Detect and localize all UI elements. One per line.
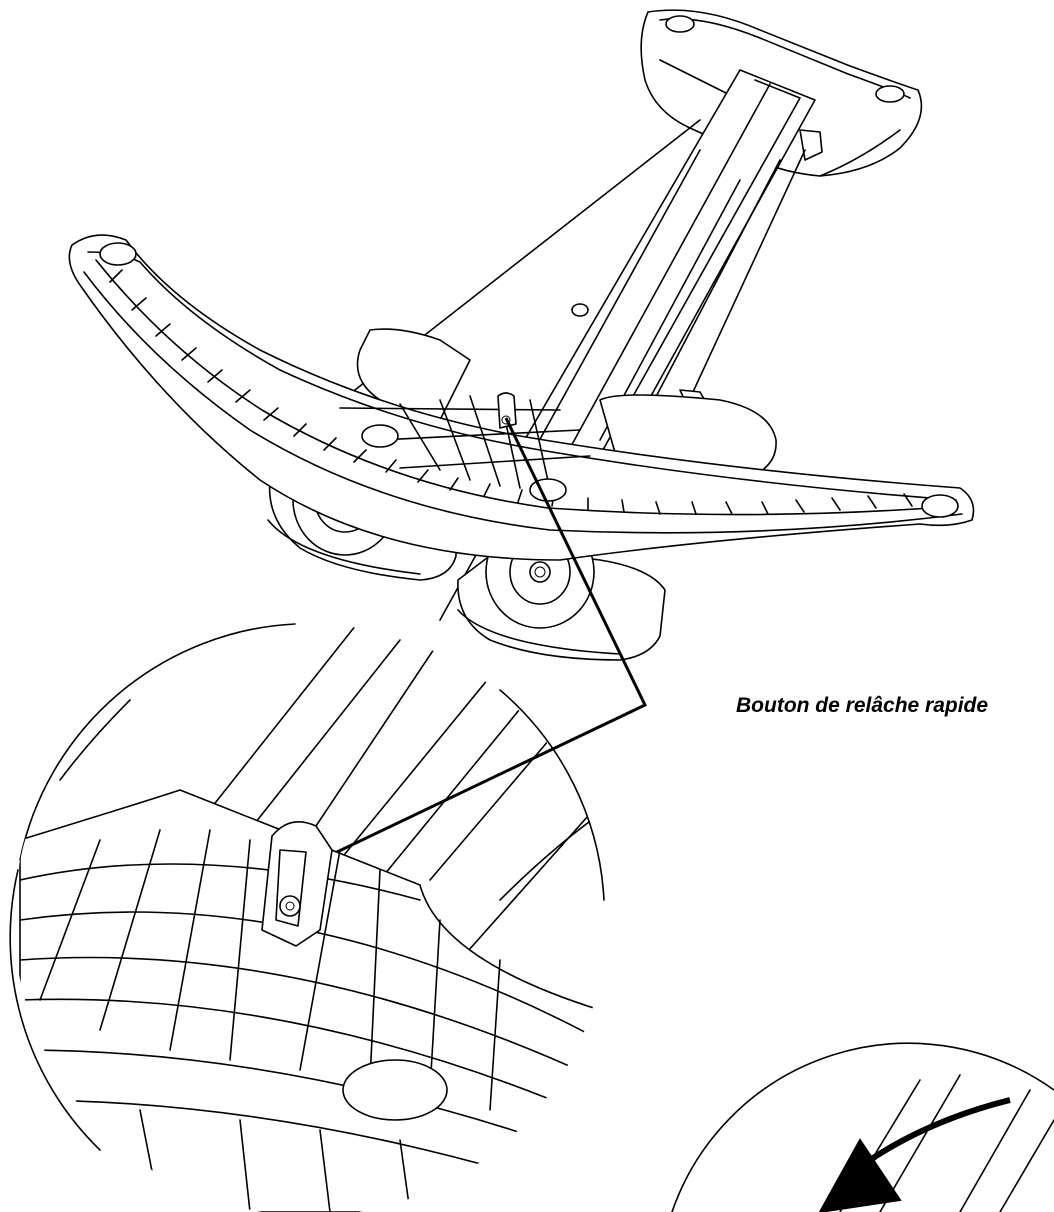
quick-release-button: [497, 392, 517, 429]
detail-magnifier: [9, 623, 606, 1212]
rotation-arrow: [868, 1097, 1011, 1163]
callout-label: Bouton de relâche rapide: [736, 694, 989, 717]
front-curved-bar: [68, 234, 975, 561]
rotation-detail: [671, 1042, 1054, 1212]
callout-leader: [315, 417, 648, 864]
arrowhead: [818, 1138, 902, 1212]
